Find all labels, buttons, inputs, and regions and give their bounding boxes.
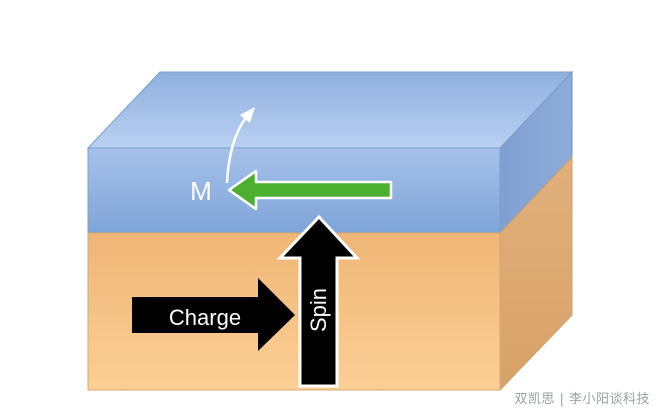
precession-arrow-head xyxy=(240,107,255,123)
spin-label: Spin xyxy=(306,288,331,332)
charge-label: Charge xyxy=(169,305,241,330)
magnetic-layer-top-face xyxy=(86,71,574,149)
watermark: 双凯思 | 李小阳谈科技 xyxy=(514,392,650,407)
magnetization-arrow xyxy=(227,169,393,211)
magnetization-label: M xyxy=(190,176,212,206)
precession-arrow xyxy=(225,115,249,184)
spin-current-arrow xyxy=(276,214,361,388)
charge-current-arrow xyxy=(132,278,295,351)
